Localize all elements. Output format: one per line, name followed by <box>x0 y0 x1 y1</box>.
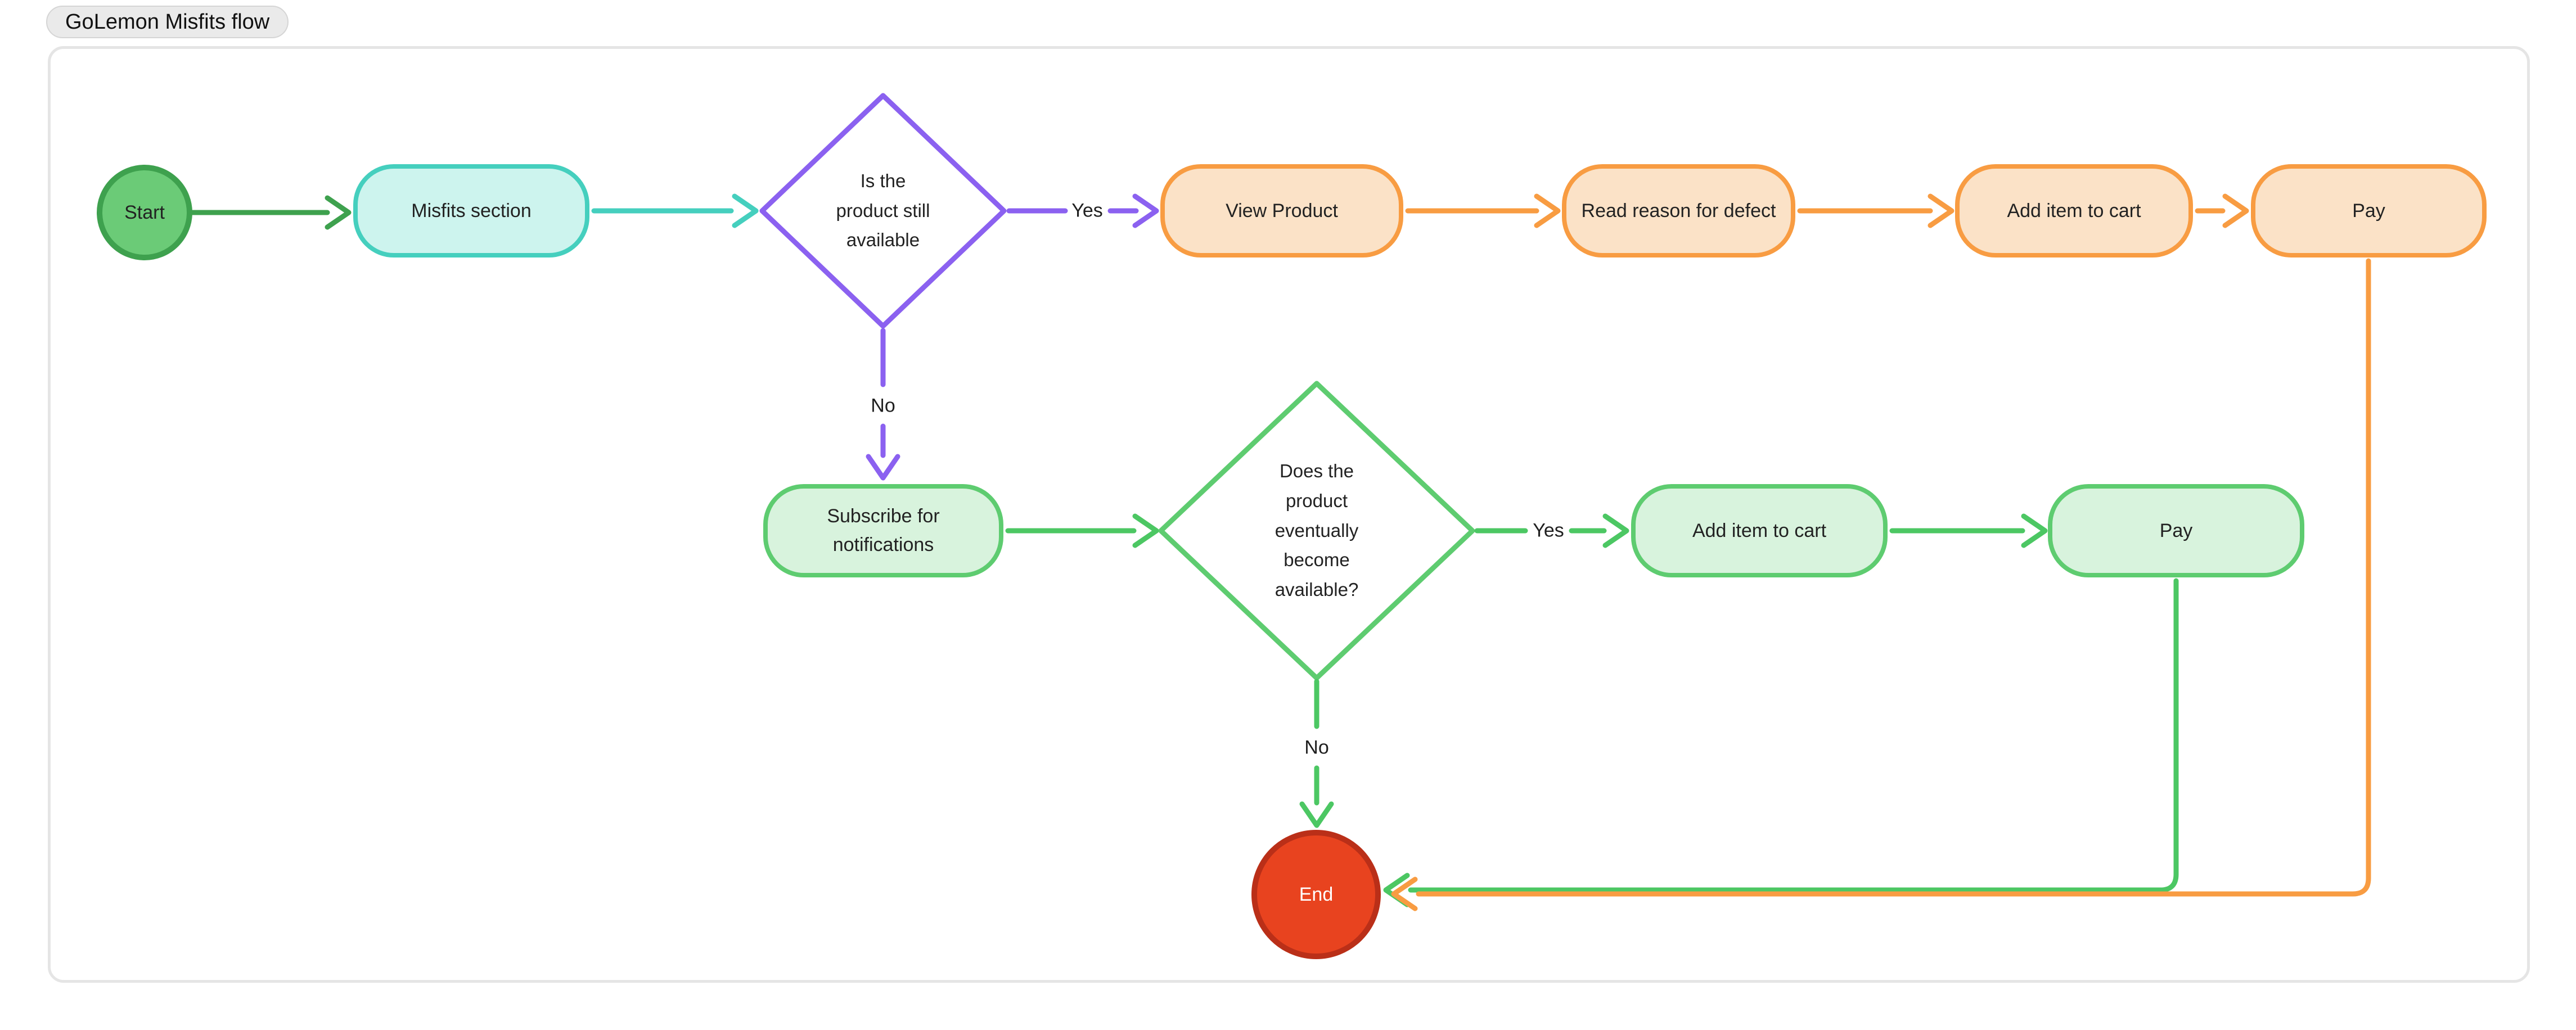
edge-label-q1-no: No <box>871 395 895 417</box>
node-misfits-section-label: Misfits section <box>411 200 532 222</box>
node-end[interactable]: End <box>1251 830 1381 959</box>
node-misfits-section[interactable]: Misfits section <box>353 164 589 258</box>
flow-title-chip: GoLemon Misfits flow <box>46 6 289 38</box>
edge-add-pay-orange-arrowhead <box>2222 193 2249 228</box>
node-subscribe[interactable]: Subscribe for notifications <box>763 484 1003 577</box>
node-start[interactable]: Start <box>97 165 192 260</box>
node-add-item-orange-label: Add item to cart <box>2007 200 2141 222</box>
edge-q1-yes-arrowhead <box>1132 193 1159 228</box>
decision-eventually-available-shape[interactable] <box>1158 381 1475 681</box>
edge-payo-end-arrowhead <box>1391 877 1418 911</box>
node-add-item-orange[interactable]: Add item to cart <box>1955 164 2193 258</box>
edge-payo-end-line <box>1416 258 2371 897</box>
edge-view-read-arrowhead <box>1534 193 1561 228</box>
edge-start-misfits-arrowhead <box>325 195 352 230</box>
node-add-item-green[interactable]: Add item to cart <box>1631 484 1888 577</box>
flow-title: GoLemon Misfits flow <box>65 10 270 34</box>
node-read-reason[interactable]: Read reason for defect <box>1562 164 1795 258</box>
node-pay-green[interactable]: Pay <box>2048 484 2304 577</box>
node-pay-orange-label: Pay <box>2352 200 2385 222</box>
edge-q1-no-arrowhead <box>866 454 900 481</box>
edge-subscribe-q2-arrowhead <box>1132 513 1159 548</box>
node-view-product[interactable]: View Product <box>1160 164 1403 258</box>
node-pay-orange[interactable]: Pay <box>2251 164 2487 258</box>
node-pay-green-label: Pay <box>2159 519 2193 541</box>
edge-add-pay-green-arrowhead <box>2021 513 2048 548</box>
edge-read-add-arrowhead <box>1928 193 1954 228</box>
edge-q2-no-arrowhead <box>1299 801 1334 828</box>
node-read-reason-label: Read reason for defect <box>1581 200 1776 222</box>
decision-product-available-shape[interactable] <box>759 93 1007 329</box>
node-end-label: End <box>1299 883 1334 905</box>
node-start-label: Start <box>124 201 165 223</box>
node-subscribe-label: Subscribe for notifications <box>827 505 940 555</box>
edge-label-q1-yes: Yes <box>1071 200 1103 222</box>
edge-q2-yes-arrowhead <box>1602 513 1629 548</box>
edge-misfits-q1-arrowhead <box>732 193 759 228</box>
edge-label-q2-yes: Yes <box>1533 519 1564 541</box>
edge-label-q2-no: No <box>1304 737 1329 758</box>
edge-payg-end-line <box>1408 578 2179 893</box>
node-view-product-label: View Product <box>1226 200 1338 222</box>
node-add-item-green-label: Add item to cart <box>1692 519 1827 541</box>
